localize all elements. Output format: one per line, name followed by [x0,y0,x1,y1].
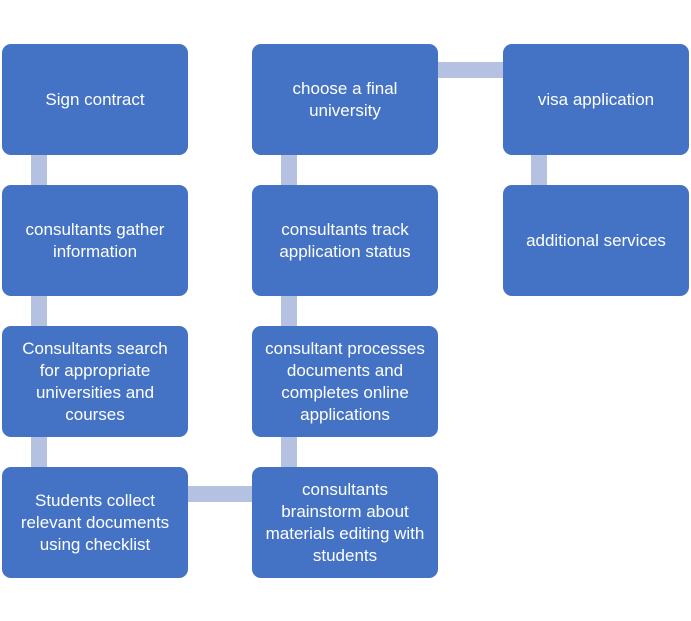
connector-2-3 [31,296,47,326]
connector-3-4 [31,437,47,467]
connector-1-2 [31,155,47,185]
step-brainstorm-label: consultants brainstorm about materials e… [265,479,425,565]
step-gather-info-label: consultants gather information [25,219,165,261]
connector-8-9 [438,62,503,78]
connector-9-10 [531,155,547,185]
step-brainstorm: consultants brainstorm about materials e… [252,467,438,578]
step-track-status: consultants track application status [252,185,438,296]
step-track-status-label: consultants track application status [279,219,411,261]
step-search-universities-label: Consultants search for appropriate unive… [22,338,168,424]
step-collect-documents-label: Students collect relevant documents usin… [20,490,170,554]
step-gather-info: consultants gather information [2,185,188,296]
connector-4-5 [188,486,252,502]
connector-5-6 [281,437,297,467]
step-additional-services: additional services [503,185,689,296]
step-sign-contract-label: Sign contract [45,89,145,109]
step-visa-application: visa application [503,44,689,155]
step-additional-services-label: additional services [526,230,666,250]
step-process-documents: consultant processes documents and compl… [252,326,438,437]
step-visa-application-label: visa application [537,89,655,109]
step-collect-documents: Students collect relevant documents usin… [2,467,188,578]
step-process-documents-label: consultant processes documents and compl… [265,338,425,424]
connector-6-7 [281,296,297,326]
connector-7-8 [281,155,297,185]
step-sign-contract: Sign contract [2,44,188,155]
step-choose-university: choose a final university [252,44,438,155]
step-choose-university-label: choose a final university [292,78,398,120]
step-search-universities: Consultants search for appropriate unive… [2,326,188,437]
